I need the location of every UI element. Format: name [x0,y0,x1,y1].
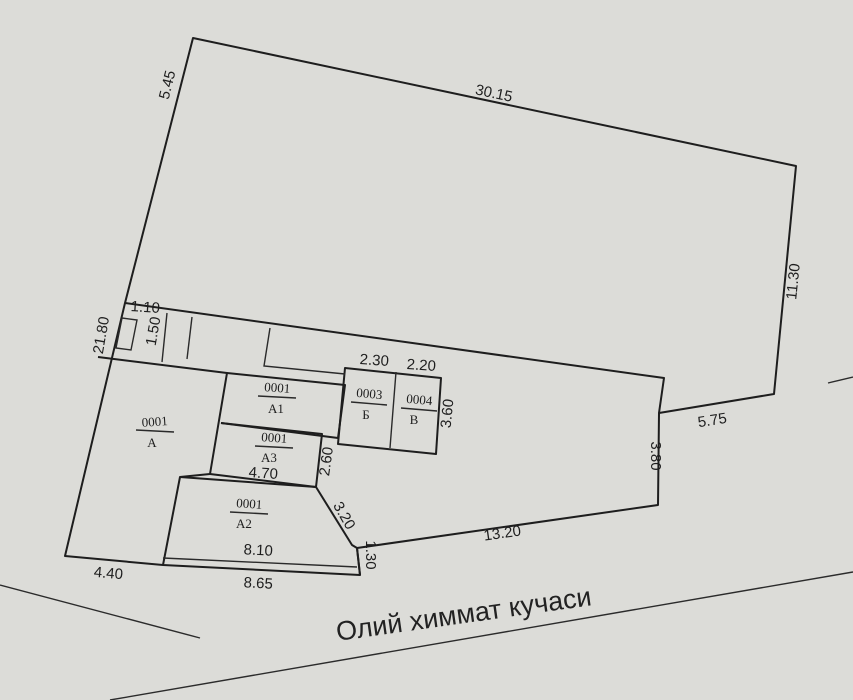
room-partition [263,327,346,375]
room-a3-label-bar [254,445,294,449]
room-b-label-bar [350,401,388,406]
dimension-label: 2.30 [359,351,389,370]
street-line [827,376,853,384]
dimension-label: 11.30 [783,263,804,301]
room-a1-letter: А1 [268,401,284,416]
dimension-label: 4.40 [93,564,124,583]
room-partition [186,316,193,360]
room-a1-label-bar [257,395,297,399]
dimension-label: 4.70 [248,464,278,483]
dimension-label: 3.80 [647,441,664,470]
dimension-label: 3.60 [438,398,458,429]
room-b-v-divider [389,371,397,449]
bottom-wall-line [162,557,358,568]
dimension-label: 5.75 [697,410,729,431]
small-annex [115,317,138,351]
building-outline [124,302,665,414]
room-a2-label-bar [229,511,269,515]
dimension-label: 13.20 [483,523,523,545]
room-a2-outline [179,476,361,576]
dimension-label: 1.10 [130,298,160,317]
room-a3-letter: А3 [261,450,277,465]
room-a3-number: 0001 [261,429,288,446]
room-v-number: 0004 [406,391,434,408]
room-a-number: 0001 [141,413,168,430]
room-b-outline [337,367,442,455]
room-v-label-bar [400,407,438,412]
room-a-letter: А [147,435,157,450]
room-b-letter: Б [362,407,369,422]
room-v-letter: В [410,412,419,427]
dimension-label: 8.65 [243,574,273,593]
room-a2-letter: А2 [236,516,252,531]
dimension-label: 1.30 [362,540,379,569]
room-b-number: 0003 [356,385,383,402]
dimension-label: 1.50 [143,315,165,347]
room-a2-number: 0001 [236,495,263,512]
dimension-label: 5.45 [156,69,180,101]
room-a1-number: 0001 [264,379,291,396]
room-a-label-bar [135,429,175,433]
street-line [109,571,853,700]
dimension-label: 8.10 [243,541,273,560]
room-partition [161,312,168,363]
dimension-label: 2.20 [406,356,436,375]
room-a3-outline [209,422,323,488]
street-line [0,584,201,639]
dimension-label: 2.60 [316,446,337,477]
dimension-label: 21.80 [90,315,113,355]
